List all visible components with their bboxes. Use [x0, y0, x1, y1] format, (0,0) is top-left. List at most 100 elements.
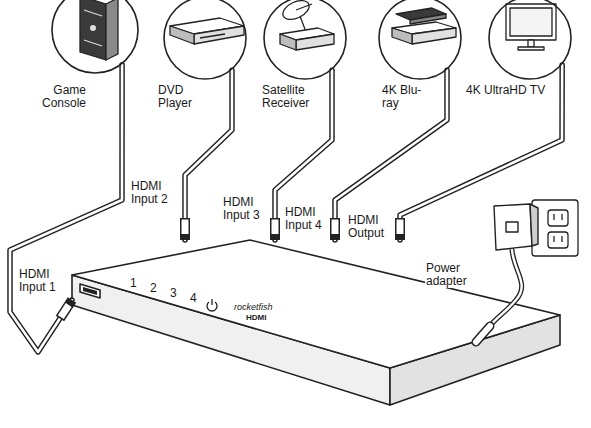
bluray-player-icon: [392, 8, 456, 44]
cable-core: [400, 65, 562, 240]
tv-icon: [506, 4, 556, 50]
input-number-wrap: 4: [190, 291, 197, 305]
circle-outline: [378, 0, 462, 80]
hdmi-port-slot: [83, 287, 97, 295]
brand-mark-wrap: HDMI: [246, 313, 266, 323]
socket-slot: [553, 214, 554, 220]
console-vent: [84, 10, 102, 16]
hdmi-plug-outline: [180, 218, 190, 240]
tv-neck: [528, 40, 534, 47]
device-circle: Game Console: [51, 0, 139, 74]
cable-label: HDMI Output: [347, 214, 393, 240]
dvd-tray: [200, 34, 225, 38]
brand-mark: HDMI: [246, 313, 266, 323]
socket-slot: [561, 214, 562, 220]
circle-outline: [263, 0, 347, 80]
power-cord: [490, 250, 522, 326]
circle-outline: [163, 0, 247, 80]
tv-base: [518, 47, 544, 50]
bluray-side: [392, 28, 412, 44]
hdmi-cable: [335, 70, 447, 240]
satellite-dish: [280, 0, 312, 23]
device-name-wrap: 4K UltraHD TV: [466, 84, 545, 97]
cable-label-wrap: HDMI Input 2: [130, 180, 176, 206]
hdmi-plug-body: [61, 305, 69, 317]
satellite-receiver-icon: [280, 0, 334, 50]
hdmi-plug-outline: [395, 218, 405, 240]
device-circle: 4K UltraHD TV: [488, 0, 572, 80]
device-name-wrap: Satellite Receiver: [262, 84, 320, 110]
dvd-side: [170, 26, 194, 44]
adapter-body: [494, 204, 532, 250]
tv-frame: [506, 4, 556, 40]
input-number: 2: [150, 281, 157, 295]
cable-label: HDMI Input 1: [18, 268, 64, 294]
hdmi-plug-outline: [330, 218, 340, 240]
outlet-plate: [532, 200, 578, 256]
game-console-icon: [80, 0, 118, 60]
tv-screen: [510, 8, 552, 36]
input-number-wrap: 1: [130, 276, 137, 290]
console-front: [80, 0, 106, 60]
cable-label-wrap: HDMI Output: [347, 214, 393, 240]
input-number-wrap: 2: [150, 281, 157, 295]
switch-top-face: [72, 240, 560, 368]
device-name: Game Console: [34, 84, 86, 110]
input-number: 4: [190, 291, 197, 305]
cable-outline: [10, 65, 122, 352]
cable-label-wrap: HDMI Input 3: [222, 196, 268, 222]
cable-outline: [400, 65, 562, 240]
brand-mark-wrap: rocketfish: [234, 302, 273, 313]
cable-outline: [335, 70, 447, 240]
device-name-wrap: Game Console: [34, 84, 86, 110]
hdmi-plug-body: [272, 220, 279, 235]
power-plug: [476, 326, 490, 342]
hdmi-plug-outline: [60, 300, 72, 318]
device-name: 4K Blu-ray: [382, 84, 428, 110]
dish-feed: [296, 4, 312, 10]
circle-outline: [51, 0, 139, 74]
input-number: 1: [130, 276, 137, 290]
hdmi-switch-body: [72, 240, 560, 405]
hdmi-plug-body: [332, 220, 339, 235]
hdmi-cable: [10, 65, 122, 352]
hdmi-plug-body: [182, 220, 189, 235]
part-label: Power adapter: [425, 262, 475, 288]
power-adapter: [476, 204, 538, 342]
console-vent: [84, 40, 102, 46]
cable-core: [335, 70, 447, 240]
brand-mark: rocketfish: [234, 302, 273, 313]
device-circle: 4K Blu-ray: [378, 0, 462, 80]
device-circle-outline: [264, 0, 346, 79]
device-circle: Satellite Receiver: [263, 0, 347, 80]
console-button: [90, 25, 96, 31]
socket-slot: [553, 236, 554, 242]
hdmi-cable: [400, 65, 562, 240]
receiver-front: [296, 34, 334, 50]
device-name-wrap: DVD Player: [158, 84, 202, 110]
adapter-side: [530, 204, 538, 246]
device-name: Satellite Receiver: [262, 84, 320, 110]
wall-outlet: [532, 200, 578, 256]
dvd-front: [194, 26, 244, 44]
device-circle: DVD Player: [163, 0, 247, 80]
hdmi-plug-outline: [270, 218, 280, 240]
part-label-wrap: Power adapter: [425, 262, 475, 288]
device-name: 4K UltraHD TV: [466, 84, 545, 97]
input-number: 3: [170, 286, 177, 300]
bluray-front: [412, 28, 456, 44]
device-circle-outline: [379, 0, 461, 79]
input-number-wrap: 3: [170, 286, 177, 300]
power-symbol: [211, 299, 212, 305]
console-side: [106, 0, 118, 60]
device-circle-outline: [52, 0, 138, 73]
dvd-player-icon: [170, 18, 244, 44]
socket-slot: [561, 236, 562, 242]
power-cord-outline: [490, 250, 522, 326]
device-name: DVD Player: [158, 84, 202, 110]
cable-label: HDMI Input 2: [130, 180, 176, 206]
receiver-side: [280, 34, 296, 50]
circle-outline: [488, 0, 572, 80]
cable-label-wrap: HDMI Input 1: [18, 268, 64, 294]
